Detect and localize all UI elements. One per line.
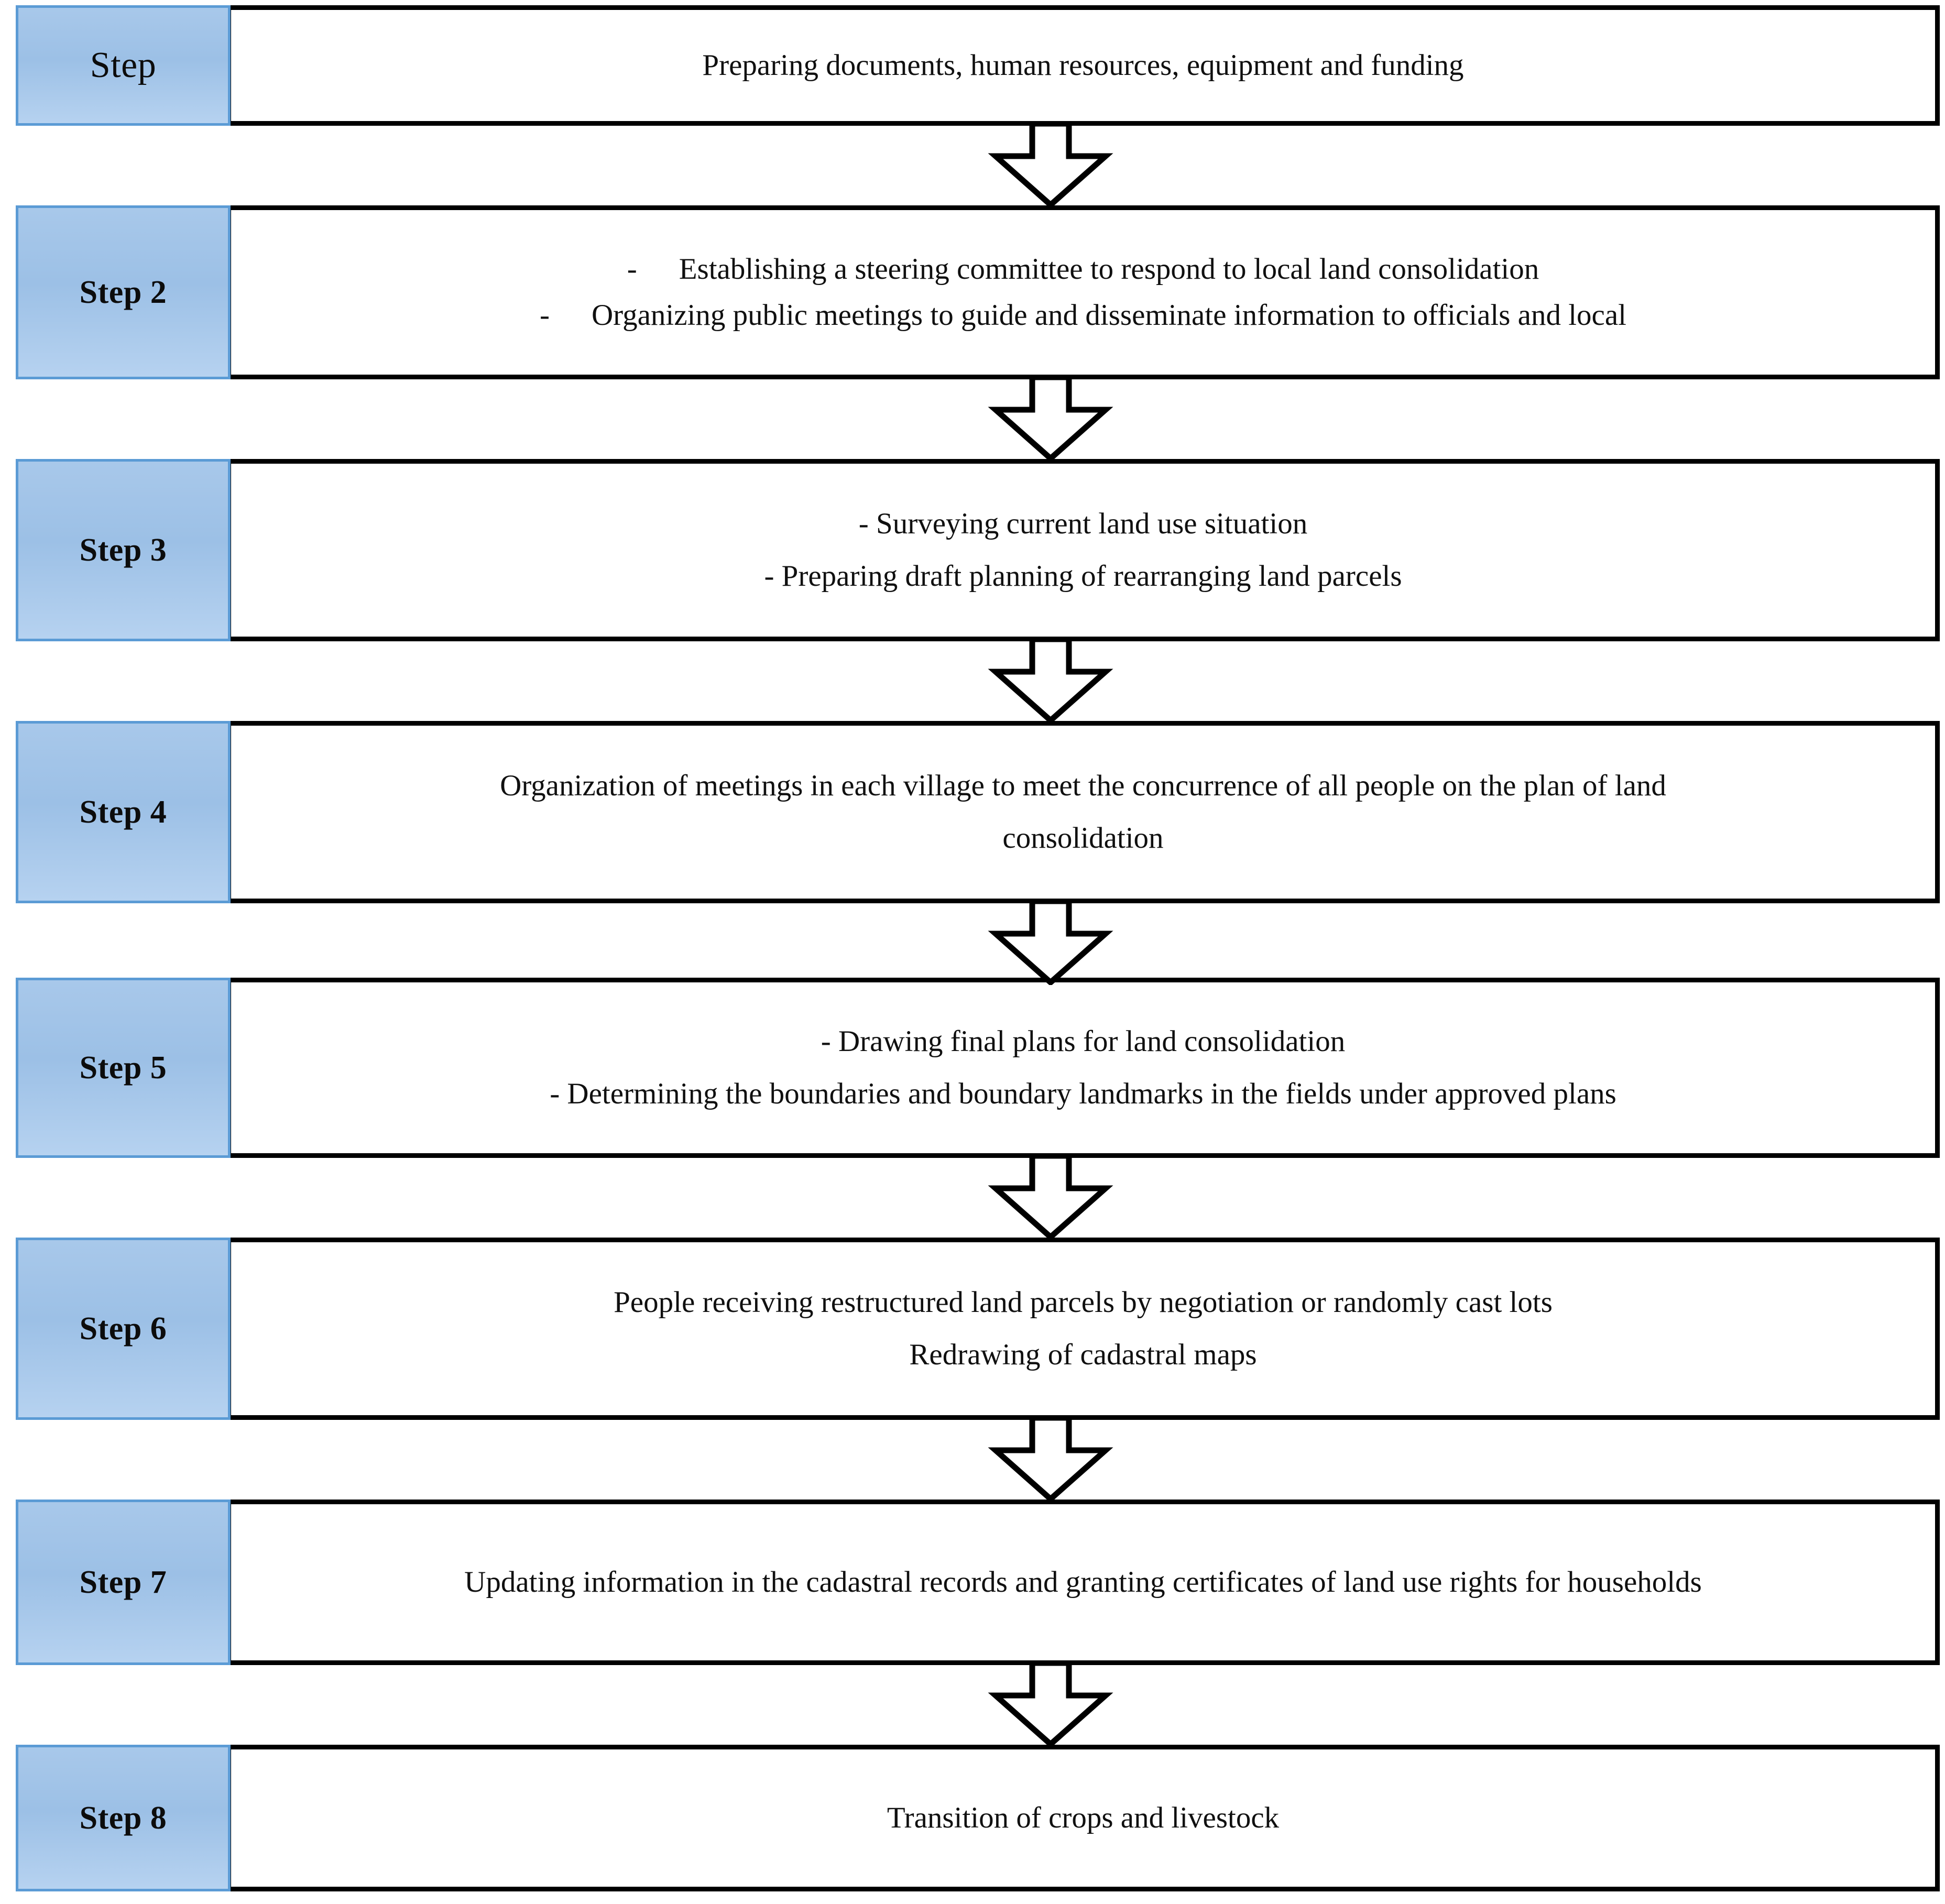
step-label-7: Step 7: [16, 1500, 231, 1665]
step-row-1: Step Preparing documents, human resource…: [16, 5, 1940, 126]
step-text-5-0: - Drawing final plans for land consolida…: [821, 1025, 1346, 1058]
step-box-2: - Establishing a steering committee to r…: [226, 205, 1940, 379]
step-box-1: Preparing documents, human resources, eq…: [226, 5, 1940, 126]
step-text-5-1: - Determining the boundaries and boundar…: [550, 1077, 1616, 1110]
step-label-2: Step 2: [16, 205, 231, 379]
step-text-8-0: Transition of crops and livestock: [887, 1801, 1280, 1835]
step-label-3: Step 3: [16, 459, 231, 641]
step-row-2: Step 2 - Establishing a steering committ…: [16, 205, 1940, 379]
step-text-4-1: consolidation: [1002, 822, 1164, 855]
step-row-5: Step 5 - Drawing final plans for land co…: [16, 978, 1940, 1158]
down-arrow-connector-3: [988, 639, 1113, 723]
down-arrow-connector-2: [988, 377, 1113, 461]
step-text-3-1: - Preparing draft planning of rearrangin…: [764, 560, 1402, 593]
step-text-6-0: People receiving restructured land parce…: [614, 1286, 1553, 1319]
step-label-4: Step 4: [16, 721, 231, 903]
step-box-7: Updating information in the cadastral re…: [226, 1500, 1940, 1665]
bullet-dash: -: [539, 299, 550, 332]
step-label-1: Step: [16, 5, 231, 126]
step-text-3-0: - Surveying current land use situation: [858, 507, 1308, 541]
down-arrow-connector-1: [988, 124, 1113, 207]
step-box-5: - Drawing final plans for land consolida…: [226, 978, 1940, 1158]
down-arrow-connector-5: [988, 1156, 1113, 1240]
step-box-8: Transition of crops and livestock: [226, 1745, 1940, 1891]
step-row-4: Step 4 Organization of meetings in each …: [16, 721, 1940, 903]
step-label-6: Step 6: [16, 1238, 231, 1420]
step-box-3: - Surveying current land use situation -…: [226, 459, 1940, 641]
step-text-2-0-label: Establishing a steering committee to res…: [679, 253, 1539, 286]
bullet-dash: -: [627, 253, 637, 286]
step-row-3: Step 3 - Surveying current land use situ…: [16, 459, 1940, 641]
down-arrow-connector-4: [988, 901, 1113, 985]
step-row-8: Step 8 Transition of crops and livestock: [16, 1745, 1940, 1891]
step-row-6: Step 6 People receiving restructured lan…: [16, 1238, 1940, 1420]
step-text-2-0: - Establishing a steering committee to r…: [245, 246, 1921, 292]
step-label-8: Step 8: [16, 1745, 231, 1891]
step-text-2-1-label: Organizing public meetings to guide and …: [591, 299, 1626, 332]
down-arrow-connector-7: [988, 1663, 1113, 1747]
step-text-2-1: - Organizing public meetings to guide an…: [245, 292, 1921, 338]
step-row-7: Step 7 Updating information in the cadas…: [16, 1500, 1940, 1665]
step-label-5: Step 5: [16, 978, 231, 1158]
step-box-4: Organization of meetings in each village…: [226, 721, 1940, 903]
step-text-6-1: Redrawing of cadastral maps: [909, 1338, 1257, 1371]
step-box-6: People receiving restructured land parce…: [226, 1238, 1940, 1420]
step-text-1-0: Preparing documents, human resources, eq…: [702, 49, 1464, 82]
down-arrow-connector-6: [988, 1418, 1113, 1502]
step-text-4-0: Organization of meetings in each village…: [500, 769, 1666, 803]
step-text-7-0: Updating information in the cadastral re…: [464, 1566, 1702, 1599]
